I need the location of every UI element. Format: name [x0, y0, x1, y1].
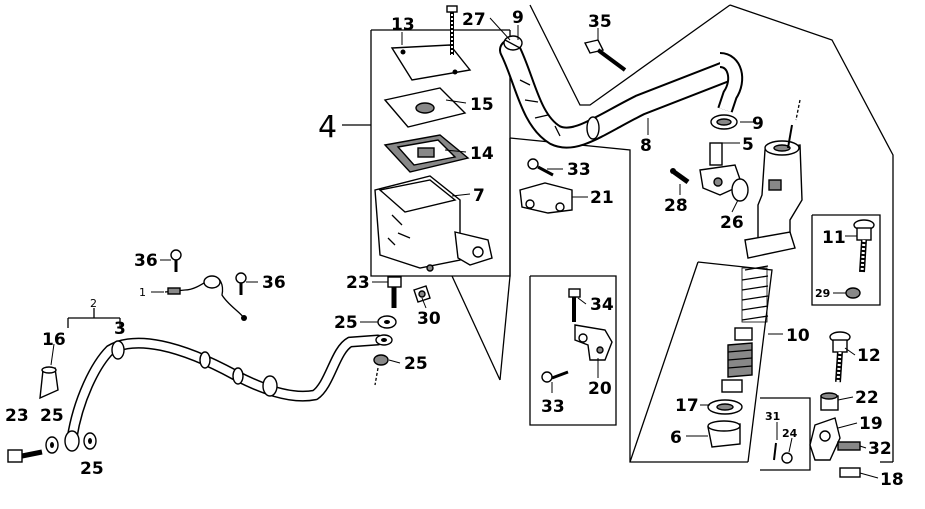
brake-switch: [164, 275, 247, 321]
bolt-36-right: [235, 272, 247, 295]
piston-parts: [707, 327, 753, 448]
cotter-pin-31: [773, 442, 777, 461]
callout-18: 18: [880, 470, 904, 490]
leader-lines: [50, 17, 879, 479]
callout-3: 3: [114, 319, 126, 339]
banjo-bolt-23-lower: [7, 449, 43, 463]
callout-10: 10: [786, 326, 810, 346]
pin-32: [837, 441, 861, 451]
diaphragm: [383, 134, 470, 173]
callout-22: 22: [855, 388, 879, 408]
banjo-bolt-23-upper: [387, 276, 402, 308]
callout-1: 1: [139, 286, 146, 299]
reservoir-cap-plate: [390, 44, 472, 81]
callout-7: 7: [473, 186, 485, 206]
push-rod-12: [829, 331, 851, 383]
callout-25-lower-right: 25: [404, 354, 428, 374]
hose-boot-16: [39, 366, 59, 400]
callout-32: 32: [868, 439, 892, 459]
hose-clip-upper: [503, 35, 523, 51]
callout-31: 31: [765, 410, 780, 423]
callout-5: 5: [742, 135, 754, 155]
callout-36-right: 36: [262, 273, 286, 293]
callout-33-lower: 33: [541, 397, 565, 417]
callout-25-bottom: 25: [80, 459, 104, 479]
brake-hose: [66, 334, 393, 444]
callout-23-upper: 23: [346, 273, 370, 293]
callout-36-left: 36: [134, 251, 158, 271]
callout-35: 35: [588, 12, 612, 32]
washer-25-lower-right: [373, 354, 389, 386]
bolt-34: [568, 288, 581, 322]
bleed-screw-28: [670, 168, 690, 185]
reservoir-body: [374, 175, 493, 272]
callout-19: 19: [859, 414, 883, 434]
spring: [741, 265, 769, 323]
reservoir-bolt: [446, 5, 458, 55]
washer-25-bottom: [83, 432, 97, 450]
o-ring-26: [731, 178, 749, 202]
callout-30: 30: [417, 309, 441, 329]
callout-16: 16: [42, 330, 66, 350]
pin-18: [839, 467, 861, 478]
bolt-30: [413, 285, 431, 303]
clevis-19: [809, 417, 841, 461]
callout-17: 17: [675, 396, 699, 416]
washer-25-upper: [377, 315, 397, 329]
callout-11: 11: [822, 228, 846, 248]
callout-13: 13: [391, 15, 415, 35]
callout-12: 12: [857, 346, 881, 366]
callout-15: 15: [470, 95, 494, 115]
callout-26: 26: [720, 213, 744, 233]
callout-9-lower: 9: [752, 114, 764, 134]
bracket-20: [574, 324, 613, 361]
callouts: 4 13 15 14 7 27 9 35 9 5 8 33 21 28 26 1…: [5, 8, 904, 490]
washer-24: [781, 452, 793, 464]
diaphragm-plate: [383, 87, 467, 128]
callout-4: 4: [318, 110, 337, 145]
banjo-fitting-lower: [64, 430, 80, 452]
nut-29: [845, 287, 861, 299]
bolt-35: [583, 39, 627, 72]
push-rod-11: [853, 219, 875, 273]
callout-28: 28: [664, 196, 688, 216]
bolt-33-lower: [541, 370, 569, 383]
washer-25-lower-left: [45, 436, 59, 454]
callout-29: 29: [815, 287, 830, 300]
nut-22: [820, 392, 839, 411]
callout-24: 24: [782, 427, 798, 440]
callout-27: 27: [462, 10, 486, 30]
hose-clip-lower: [710, 114, 738, 130]
callout-20: 20: [588, 379, 612, 399]
clamp-21: [519, 182, 573, 214]
master-cylinder: [744, 99, 803, 259]
callout-23-lower: 23: [5, 406, 29, 426]
callout-33-upper: 33: [567, 160, 591, 180]
callout-2: 2: [90, 297, 97, 310]
bolt-33-upper: [527, 158, 554, 177]
callout-25-upper: 25: [334, 313, 358, 333]
reservoir-hose: [499, 39, 744, 149]
callout-8: 8: [640, 136, 652, 156]
bolt-36-left: [170, 249, 182, 272]
callout-6: 6: [670, 428, 682, 448]
callout-34: 34: [590, 295, 614, 315]
callout-14: 14: [470, 144, 494, 164]
callout-25-lower-left: 25: [40, 406, 64, 426]
callout-21: 21: [590, 188, 614, 208]
callout-9-upper: 9: [512, 8, 524, 28]
